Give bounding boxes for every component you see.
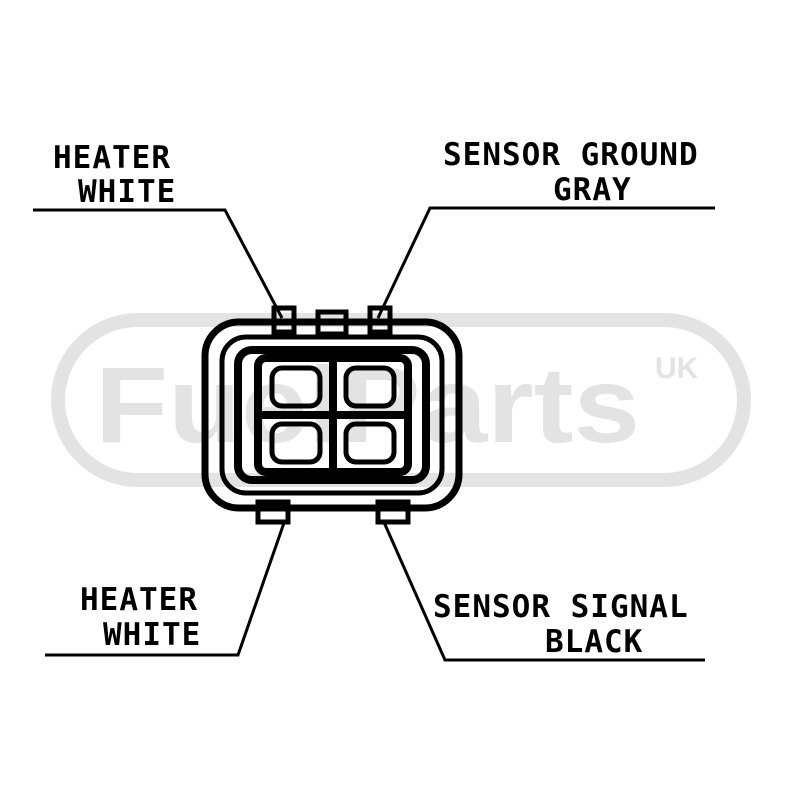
label-top-right: SENSOR GROUND GRAY xyxy=(443,137,699,208)
label-bottom-right-function: SENSOR SIGNAL xyxy=(433,589,689,625)
bottom-tab-left xyxy=(255,499,291,525)
label-top-left-function: HEATER xyxy=(53,140,171,176)
leader-bottom-left xyxy=(45,519,287,657)
label-top-left-color: WHITE xyxy=(78,174,176,210)
label-bottom-left-color: WHITE xyxy=(103,617,201,653)
leader-lines xyxy=(33,206,715,662)
label-top-right-color: GRAY xyxy=(553,172,632,208)
label-bottom-left-function: HEATER xyxy=(80,582,198,618)
watermark-region: UK xyxy=(655,352,699,385)
leader-top-left xyxy=(33,208,284,319)
label-bottom-right: SENSOR SIGNAL BLACK xyxy=(433,589,689,660)
pin-cavity-bottom-right xyxy=(343,421,397,465)
leader-top-right xyxy=(376,206,715,319)
pin-cavity-top-left xyxy=(269,365,323,409)
leader-bottom-right xyxy=(381,519,705,662)
watermark: FuelParts UK xyxy=(51,313,751,487)
label-bottom-right-color: BLACK xyxy=(545,624,643,660)
connector-body xyxy=(201,305,463,525)
label-top-left: HEATER WHITE xyxy=(53,140,176,210)
pin-cavity-bottom-left xyxy=(269,421,323,465)
housing-inner xyxy=(234,346,430,484)
pin-cavity-top-right xyxy=(343,365,397,409)
bottom-tab-right xyxy=(375,499,411,525)
label-top-right-function: SENSOR GROUND xyxy=(443,137,699,173)
housing-outer xyxy=(201,318,463,512)
housing-mid xyxy=(219,334,445,496)
label-bottom-left: HEATER WHITE xyxy=(80,582,201,653)
